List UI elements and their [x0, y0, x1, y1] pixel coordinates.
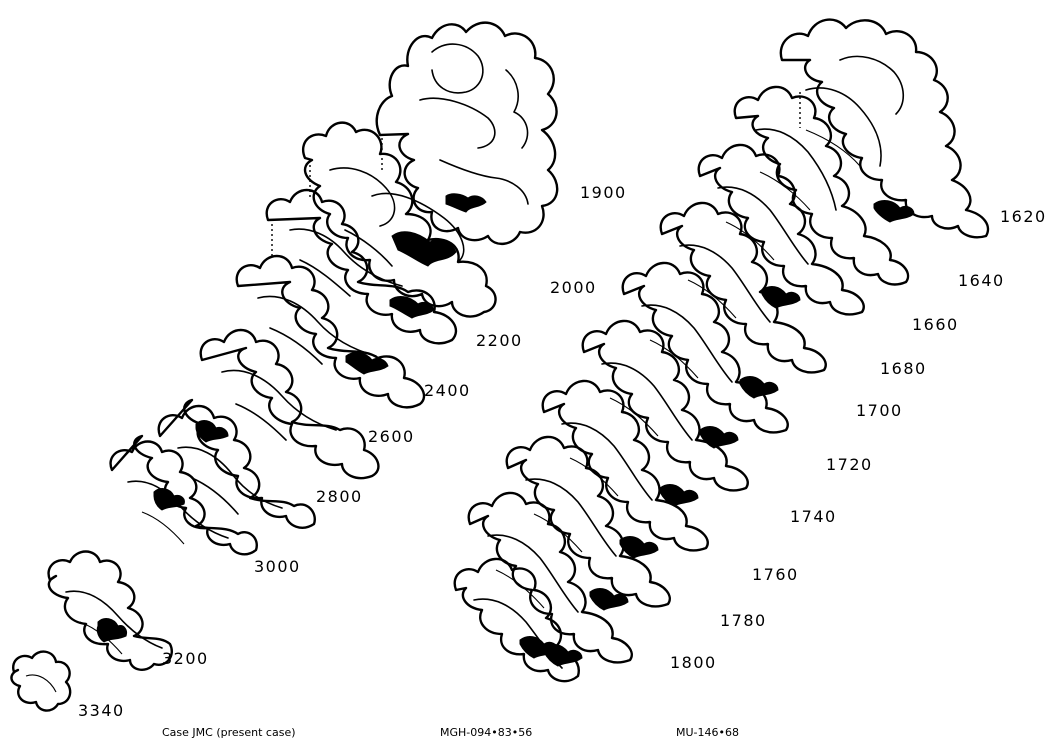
- label-1740: 1740: [790, 507, 837, 526]
- label-1640: 1640: [958, 271, 1005, 290]
- section-3340-outline: [11, 652, 70, 711]
- caption-mu: MU-146•68: [676, 726, 739, 739]
- label-3340: 3340: [78, 701, 125, 720]
- lesion-1740: [620, 537, 658, 558]
- caption-mgh: MGH-094•83•56: [440, 726, 532, 739]
- caption-row: Case JMC (present case) MGH-094•83•56 MU…: [162, 726, 739, 739]
- lesion-2000: [392, 232, 456, 266]
- lesion-2200: [390, 297, 434, 318]
- label-2000: 2000: [550, 278, 597, 297]
- lesion-1900: [446, 194, 486, 212]
- caption-case-jmc: Case JMC (present case): [162, 726, 296, 739]
- lesion-1680: [740, 377, 778, 398]
- lesion-1760: [590, 589, 628, 610]
- lesion-3200: [97, 619, 126, 642]
- label-1900: 1900: [580, 183, 627, 202]
- label-1680: 1680: [880, 359, 927, 378]
- section-3000-outline: [111, 436, 257, 554]
- label-1800: 1800: [670, 653, 717, 672]
- label-2600: 2600: [368, 427, 415, 446]
- lesion-1660: [762, 287, 800, 308]
- section-1680-outline: [661, 203, 826, 372]
- label-1700: 1700: [856, 401, 903, 420]
- lesion-1620: [874, 201, 914, 222]
- lesion-1700: [700, 427, 738, 448]
- label-3000: 3000: [254, 557, 301, 576]
- label-1720: 1720: [826, 455, 873, 474]
- label-1660: 1660: [912, 315, 959, 334]
- label-2200: 2200: [476, 331, 523, 350]
- label-2800: 2800: [316, 487, 363, 506]
- section-1720-outline: [583, 321, 748, 490]
- section-3200-outline: [49, 552, 172, 670]
- label-2400: 2400: [424, 381, 471, 400]
- label-3200: 3200: [162, 649, 209, 668]
- label-1620: 1620: [1000, 207, 1047, 226]
- label-1780: 1780: [720, 611, 767, 630]
- right-section-series: [455, 20, 988, 682]
- label-1760: 1760: [752, 565, 799, 584]
